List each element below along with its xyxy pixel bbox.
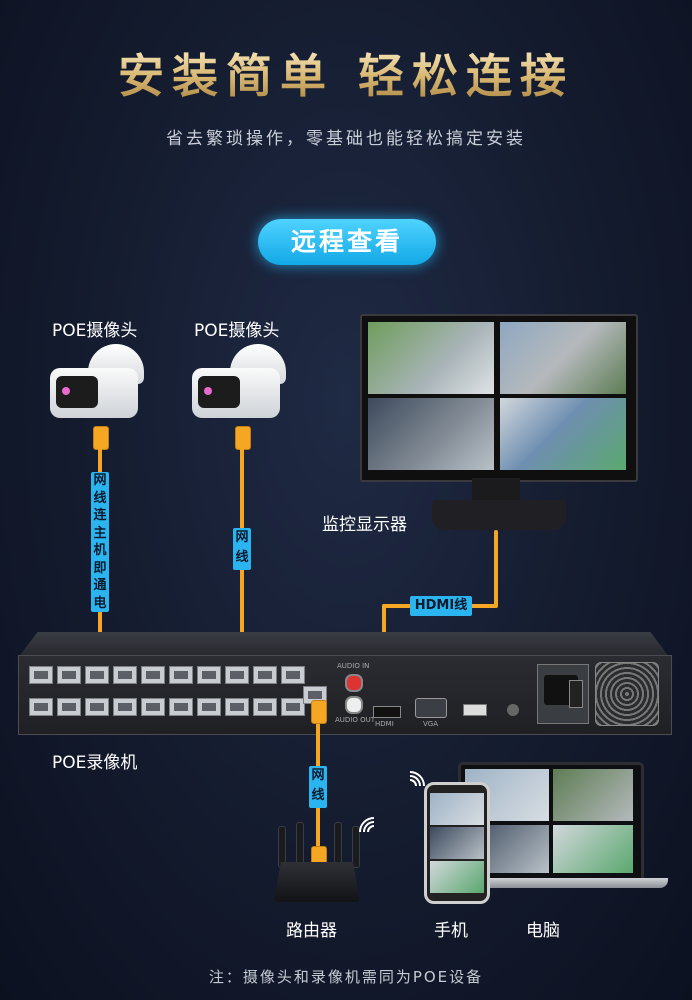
cooling-fan-icon: [595, 662, 659, 726]
poe-port: [281, 666, 305, 684]
poe-port: [29, 666, 53, 684]
rj45-plug-icon: [311, 700, 327, 724]
poe-port: [141, 698, 165, 716]
poe-port: [253, 666, 277, 684]
camera-feed-2: [500, 322, 626, 394]
hdmi-cable-vertical: [494, 530, 498, 606]
router-antenna-icon: [334, 822, 342, 868]
audio-out-jack-icon: [345, 696, 363, 714]
camera-left-label: POE摄像头: [52, 321, 138, 341]
hdmi-port-label: HDMI: [375, 720, 394, 728]
monitor-label: 监控显示器: [322, 515, 407, 535]
nvr-top-cover: [18, 632, 670, 658]
router-antenna-icon: [296, 822, 304, 868]
camera-feed-4: [500, 398, 626, 470]
poe-port: [57, 666, 81, 684]
wifi-icon: [409, 771, 425, 787]
camera-feed-3: [368, 398, 494, 470]
router-antenna-icon: [352, 826, 360, 868]
wifi-icon: [359, 817, 375, 833]
camera-led-icon: [62, 387, 70, 395]
nvr-rear-panel: AUDIO IN AUDIO OUT HDMI VGA: [18, 655, 672, 735]
audio-in-label: AUDIO IN: [337, 662, 370, 670]
poe-port: [57, 698, 81, 716]
camera-right-label: POE摄像头: [194, 321, 280, 341]
usb-port-icon: [463, 704, 487, 716]
camera-left: [50, 344, 150, 420]
cable-router-tag: 网线: [309, 766, 327, 808]
vga-port: [415, 698, 447, 718]
poe-port: [197, 666, 221, 684]
poe-port: [85, 698, 109, 716]
poe-port-array: [29, 666, 305, 724]
cable-right-tag: 网线: [233, 528, 251, 570]
nvr-label: POE录像机: [52, 753, 138, 773]
power-switch-icon: [569, 680, 583, 708]
router-body: [274, 862, 360, 902]
cable-left-tag: 网线连主机即通电: [91, 472, 109, 612]
poe-port: [85, 666, 109, 684]
poe-port: [281, 698, 305, 716]
vga-port-label: VGA: [423, 720, 439, 728]
page-title: 安装简单 轻松连接: [0, 40, 692, 106]
camera-led-icon: [204, 387, 212, 395]
audio-in-jack-icon: [345, 674, 363, 692]
poe-port: [29, 698, 53, 716]
router-antenna-icon: [278, 826, 286, 868]
camera-right: [192, 344, 292, 420]
page-subtitle: 省去繁琐操作，零基础也能轻松搞定安装: [166, 129, 526, 149]
phone-device: [424, 782, 490, 904]
audio-out-label: AUDIO OUT: [335, 716, 376, 724]
poe-port: [197, 698, 221, 716]
phone-label: 手机: [434, 921, 468, 941]
hdmi-cable-tag: HDMI线: [410, 596, 472, 616]
monitor-screen: [360, 314, 638, 482]
poe-port: [169, 666, 193, 684]
poe-port: [225, 698, 249, 716]
poe-port: [113, 698, 137, 716]
poe-port: [113, 666, 137, 684]
poe-port: [141, 666, 165, 684]
ground-screw-icon: [507, 704, 519, 716]
monitor-stand: [432, 500, 566, 530]
laptop-keyboard-base: [434, 878, 668, 888]
footnote: 注：摄像头和录像机需同为POE设备: [208, 968, 484, 986]
poe-port: [225, 666, 249, 684]
poe-port: [169, 698, 193, 716]
poe-port: [253, 698, 277, 716]
remote-view-badge: 远程查看: [258, 219, 436, 265]
monitor-neck: [472, 478, 520, 502]
router-label: 路由器: [286, 921, 337, 941]
computer-label: 电脑: [526, 921, 560, 941]
camera-feed-1: [368, 322, 494, 394]
hdmi-port: [373, 706, 401, 718]
